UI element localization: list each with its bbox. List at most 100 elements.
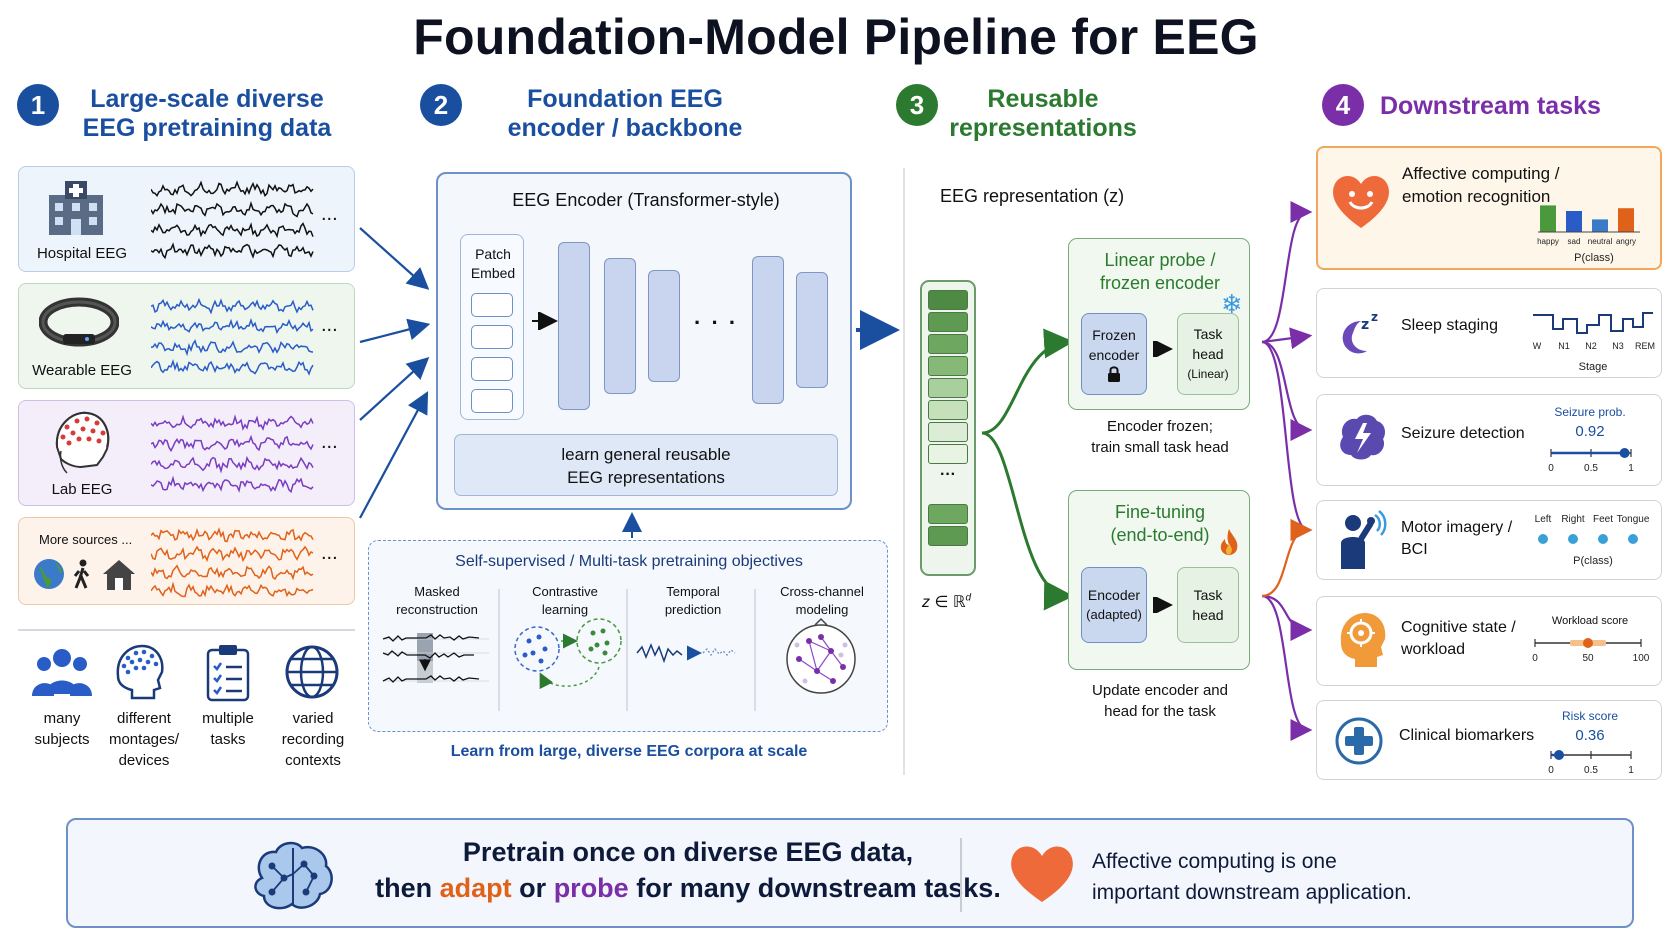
affective-bar xyxy=(1566,211,1582,232)
vector-cell xyxy=(928,356,968,376)
section-1-title: Large-scale diverse EEG pretraining data xyxy=(62,85,352,143)
motor-class-label: Feet xyxy=(1593,514,1613,525)
transformer-layer xyxy=(558,242,590,410)
probe-to-task-arrows xyxy=(1261,201,1313,741)
adapted-encoder-block: Encoder (adapted) xyxy=(1081,567,1147,643)
representation-vector: ··· xyxy=(920,280,976,576)
rep-to-probe-arrow xyxy=(981,328,1074,435)
hospital-eeg-waves xyxy=(151,180,314,260)
sleep-axis-label: Stage xyxy=(1578,361,1608,373)
headband-icon xyxy=(39,297,119,347)
probe-caption: Encoder frozen; train small task head xyxy=(1050,416,1270,458)
patch-embed: Patch Embed xyxy=(460,234,524,420)
cognitive-title-l2: workload xyxy=(1401,641,1466,658)
bottom-line1: Pretrain once on diverse EEG data, xyxy=(462,837,914,867)
sleep-stage-label: N3 xyxy=(1612,341,1624,351)
patch-token xyxy=(471,325,513,349)
hospital-icon xyxy=(49,181,103,235)
linear-probe-box: Linear probe / frozen encoder ❄ Frozen e… xyxy=(1068,238,1250,410)
patch-token xyxy=(471,357,513,381)
scale-marker xyxy=(1554,750,1564,760)
eeg-trace xyxy=(151,180,314,198)
ssl-footer: Learn from large, diverse EEG corpora at… xyxy=(450,743,808,760)
motor-title-l2: BCI xyxy=(1401,541,1428,558)
snowflake-icon: ❄ xyxy=(1221,289,1243,319)
probe-head-l2: head xyxy=(1192,346,1224,362)
eeg-trace xyxy=(151,414,314,431)
finetune-caption: Update encoder and head for the task xyxy=(1050,680,1270,722)
scale-marker xyxy=(1619,448,1630,458)
clinical-title: Clinical biomarkers xyxy=(1399,727,1535,744)
probe-caption-l1: Encoder frozen; xyxy=(1107,418,1213,435)
linear-probe-title-l1: Linear probe / xyxy=(1104,250,1216,270)
eeg-trace xyxy=(151,581,314,598)
cognitive-title: Cognitive state / workload xyxy=(1401,617,1516,661)
transformer-layer xyxy=(604,258,636,394)
affective-bars xyxy=(1540,205,1634,232)
cognitive-title-l1: Cognitive state / xyxy=(1401,619,1516,636)
affective-title: Affective computing / emotion recognitio… xyxy=(1402,162,1560,208)
frozen-encoder-block: Frozen encoder xyxy=(1081,313,1147,395)
transformer-layer xyxy=(796,272,828,388)
finetune-caption-l2: head for the task xyxy=(1104,703,1216,720)
vector-cell xyxy=(928,400,968,420)
finetune-inner-arrow xyxy=(1153,597,1173,613)
finetune-title: Fine-tuning (end-to-end) xyxy=(1069,501,1251,547)
motor-title: Motor imagery / BCI xyxy=(1401,517,1512,561)
workload-label: Workload score xyxy=(1551,615,1629,627)
bottom-line2-c: for many downstream tasks. xyxy=(628,873,1001,903)
eeg-trace xyxy=(151,242,314,260)
source-more-label: More sources ... xyxy=(39,532,133,547)
eeg-trace xyxy=(151,564,314,581)
ssl-box: Self-supervised / Multi-task pretraining… xyxy=(368,540,888,760)
diversity-subjects: many subjects xyxy=(18,708,106,750)
hospital-ellipsis: ... xyxy=(321,203,338,225)
bottom-right-l1: Affective computing is one xyxy=(1092,850,1337,873)
sleep-stage-label: REM xyxy=(1635,341,1655,351)
bottom-line2-b: or xyxy=(511,873,554,903)
eeg-trace xyxy=(151,475,314,494)
eeg-trace xyxy=(151,339,314,357)
motor-class-label: Left xyxy=(1535,514,1552,525)
encoder-box: EEG Encoder (Transformer-style) Patch Em… xyxy=(436,172,852,510)
probe-head-l1: Task xyxy=(1193,326,1223,342)
source-lab-label: Lab EEG xyxy=(51,481,113,498)
vector-cell xyxy=(928,504,968,524)
adapted-encoder-l1: Encoder xyxy=(1087,587,1141,603)
eeg-trace xyxy=(151,200,314,218)
patch-token xyxy=(471,293,513,317)
probe-caption-l2: train small task head xyxy=(1091,439,1229,456)
ssl-masked: Masked reconstruction xyxy=(377,583,497,619)
scale-tick-label: 50 xyxy=(1582,653,1594,664)
scale-tick-label: 100 xyxy=(1633,653,1650,664)
head-gears-icon xyxy=(1340,613,1386,667)
affective-title-l2: emotion recognition xyxy=(1402,187,1551,206)
affective-class-label: happy xyxy=(1537,237,1559,246)
sleep-stage-label: N2 xyxy=(1585,341,1597,351)
banner-divider xyxy=(960,838,962,912)
formula-text: z ∈ ℝ xyxy=(922,594,966,611)
scale-tick-label: 0.5 xyxy=(1584,765,1598,776)
patch-embed-l1: Patch xyxy=(475,246,511,262)
diversity-tasks: multiple tasks xyxy=(184,708,272,750)
adapted-encoder-l2: (adapted) xyxy=(1086,607,1142,622)
lab-eeg-waves xyxy=(151,414,314,494)
frozen-encoder-l1: Frozen xyxy=(1092,327,1136,343)
ssl-contrastive: Contrastive learning xyxy=(505,583,625,619)
bottom-line2-a: then xyxy=(375,873,440,903)
vector-cell xyxy=(928,422,968,442)
vector-cell xyxy=(928,334,968,354)
linear-probe-title: Linear probe / frozen encoder xyxy=(1069,249,1251,295)
source-arrows xyxy=(359,227,431,519)
section-1-title-line1: Large-scale diverse xyxy=(90,85,324,113)
wearable-ellipsis: ... xyxy=(321,314,338,336)
finetune-title-l2: (end-to-end) xyxy=(1110,525,1210,545)
source-more: More sources ... ... xyxy=(18,517,355,605)
